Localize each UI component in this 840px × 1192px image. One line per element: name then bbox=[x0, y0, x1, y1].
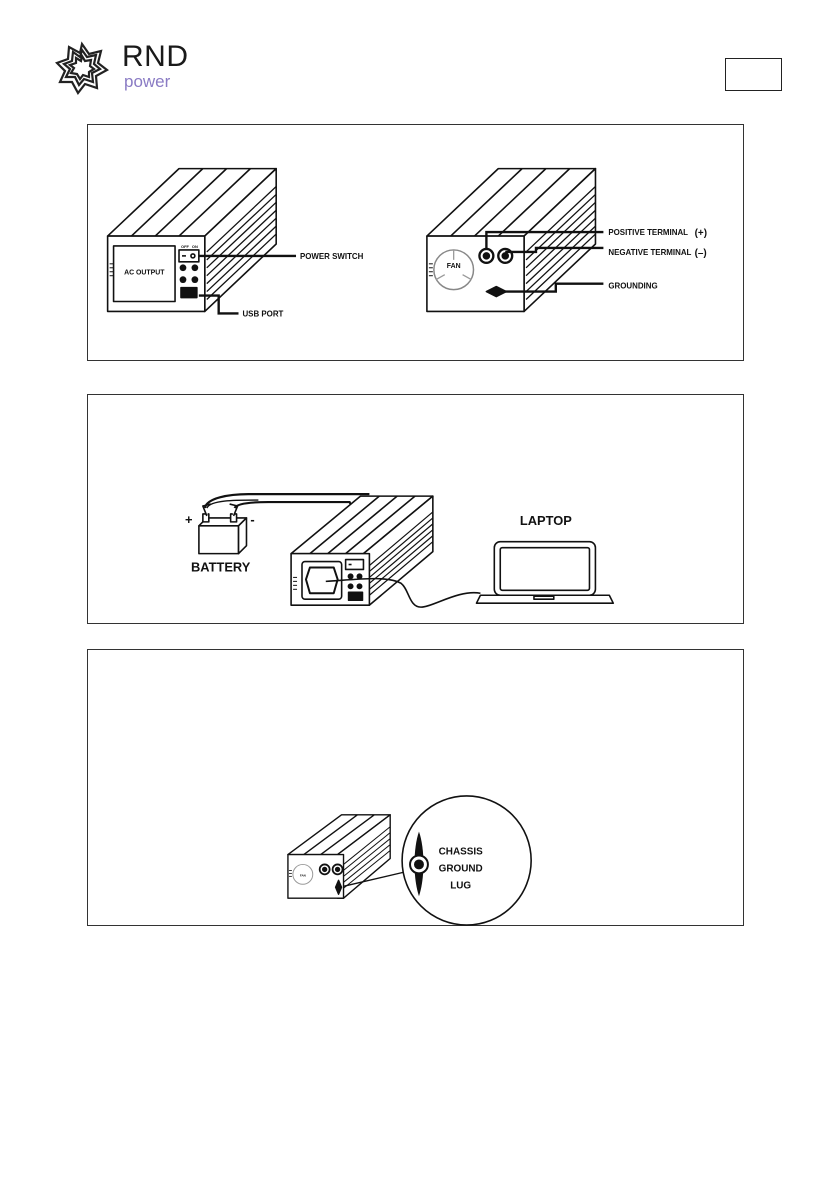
battery-laptop-connection-diagram: + - BATTERY bbox=[88, 395, 743, 623]
positive-terminal-label: POSITIVE TERMINAL bbox=[608, 228, 688, 237]
page-number-box bbox=[725, 58, 782, 91]
negative-terminal-label: NEGATIVE TERMINAL bbox=[608, 248, 691, 257]
positive-sign: (+) bbox=[695, 228, 707, 239]
brand-name: RND bbox=[122, 40, 189, 74]
brand-logo: RND power bbox=[52, 38, 222, 98]
ac-output-label: AC OUTPUT bbox=[124, 270, 165, 277]
inverter-front-back-diagram: AC OUTPUT OFF ON POWER SWITCH USB PORT bbox=[88, 125, 743, 360]
ground-label: GROUND bbox=[439, 863, 483, 874]
battery-plus-sign: + bbox=[185, 512, 193, 527]
chassis-label: CHASSIS bbox=[439, 847, 483, 858]
usb-port-label: USB PORT bbox=[242, 309, 283, 318]
figure-connection-panel: + - BATTERY bbox=[87, 394, 744, 624]
small-fan-label: FAN bbox=[300, 873, 306, 877]
switch-off-label: OFF bbox=[181, 244, 189, 249]
battery-label: BATTERY bbox=[191, 559, 251, 574]
figure-front-back-panel: AC OUTPUT OFF ON POWER SWITCH USB PORT bbox=[87, 124, 744, 361]
battery-minus-sign: - bbox=[250, 512, 254, 527]
ground-lug-magnified bbox=[402, 796, 531, 925]
grounding-label: GROUNDING bbox=[608, 282, 657, 291]
figure-ground-lug-panel: FAN CHASSIS GROUND LUG bbox=[87, 649, 744, 926]
laptop-illustration bbox=[476, 542, 613, 603]
front-inverter-illustration bbox=[108, 169, 277, 312]
rnd-logo-mark-icon bbox=[52, 38, 112, 98]
laptop-label: LAPTOP bbox=[520, 513, 572, 528]
lug-label: LUG bbox=[450, 880, 471, 891]
negative-sign: (–) bbox=[695, 248, 707, 259]
battery-illustration bbox=[199, 504, 247, 554]
brand-subtitle: power bbox=[124, 72, 170, 92]
power-switch-label: POWER SWITCH bbox=[300, 252, 364, 261]
chassis-ground-diagram: FAN CHASSIS GROUND LUG bbox=[88, 650, 743, 925]
battery-cables bbox=[205, 494, 370, 508]
fan-label: FAN bbox=[447, 263, 461, 270]
switch-on-label: ON bbox=[192, 244, 198, 249]
inverter-illustration bbox=[291, 496, 433, 605]
small-inverter-illustration bbox=[288, 815, 390, 898]
back-inverter-illustration bbox=[427, 169, 596, 312]
